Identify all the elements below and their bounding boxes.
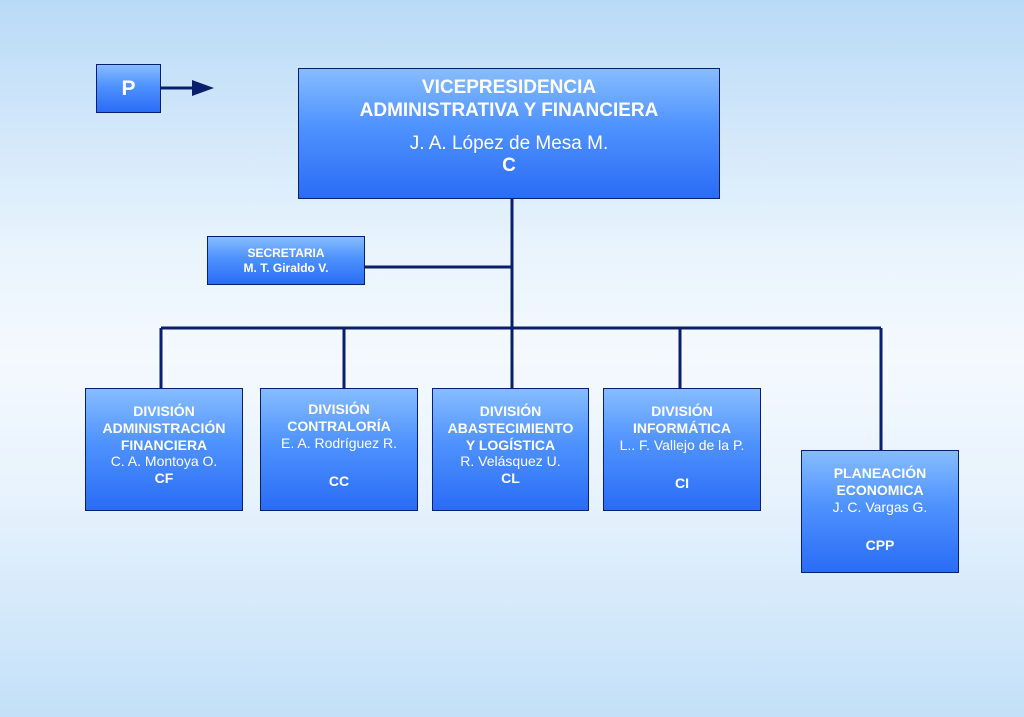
vicepresidencia-title-line1: VICEPRESIDENCIA [421, 77, 597, 98]
division-contraloria-box: DIVISIÓN CONTRALORÍA E. A. Rodríguez R. … [260, 388, 418, 511]
arrow-right-icon [192, 80, 214, 96]
division-cl-person: R. Velásquez U. [460, 453, 561, 470]
division-ci-code: CI [675, 475, 689, 492]
planeacion-line1: PLANEACIÓN [833, 465, 927, 481]
vicepresidencia-code: C [502, 155, 516, 177]
division-cc-line1: DIVISIÓN [308, 401, 370, 417]
secretaria-person: M. T. Giraldo V. [243, 260, 329, 275]
p-box-label: P [121, 76, 136, 100]
division-ci-line2: INFORMÁTICA [633, 419, 731, 436]
p-box: P [96, 64, 161, 113]
vicepresidencia-box: VICEPRESIDENCIA ADMINISTRATIVA Y FINANCI… [298, 68, 720, 199]
division-cf-person: C. A. Montoya O. [110, 453, 218, 470]
division-abastecimiento-box: DIVISIÓN ABASTECIMIENTO Y LOGÍSTICA R. V… [432, 388, 589, 511]
division-cc-person: E. A. Rodríguez R. [281, 434, 397, 451]
planeacion-person: J. C. Vargas G. [832, 498, 928, 515]
division-cl-line1: DIVISIÓN [479, 403, 542, 419]
planeacion-line2: ECONOMICA [836, 481, 924, 498]
division-cl-line2: ABASTECIMIENTO [447, 419, 574, 436]
division-cc-line2: CONTRALORÍA [287, 417, 391, 434]
division-cf-line2: ADMINISTRACIÓN [102, 419, 226, 436]
division-cf-line3: FINANCIERA [120, 436, 208, 453]
vicepresidencia-title-line2: ADMINISTRATIVA Y FINANCIERA [359, 99, 659, 121]
division-informatica-box: DIVISIÓN INFORMÁTICA L.. F. Vallejo de l… [603, 388, 761, 511]
secretaria-title: SECRETARIA [247, 246, 325, 261]
planeacion-code: CPP [865, 537, 895, 554]
vicepresidencia-person: J. A. López de Mesa M. [409, 132, 609, 154]
secretaria-box: SECRETARIA M. T. Giraldo V. [207, 236, 365, 285]
division-ci-person: L.. F. Vallejo de la P. [619, 436, 745, 453]
planeacion-economica-box: PLANEACIÓN ECONOMICA J. C. Vargas G. CPP [801, 450, 959, 573]
division-ci-line1: DIVISIÓN [651, 403, 713, 419]
division-cl-code: CL [501, 470, 520, 487]
division-administracion-financiera-box: DIVISIÓN ADMINISTRACIÓN FINANCIERA C. A.… [85, 388, 243, 511]
division-cf-code: CF [154, 470, 174, 487]
division-cf-line1: DIVISIÓN [133, 403, 195, 419]
division-cl-line3: Y LOGÍSTICA [465, 436, 556, 453]
division-cc-code: CC [328, 473, 350, 490]
